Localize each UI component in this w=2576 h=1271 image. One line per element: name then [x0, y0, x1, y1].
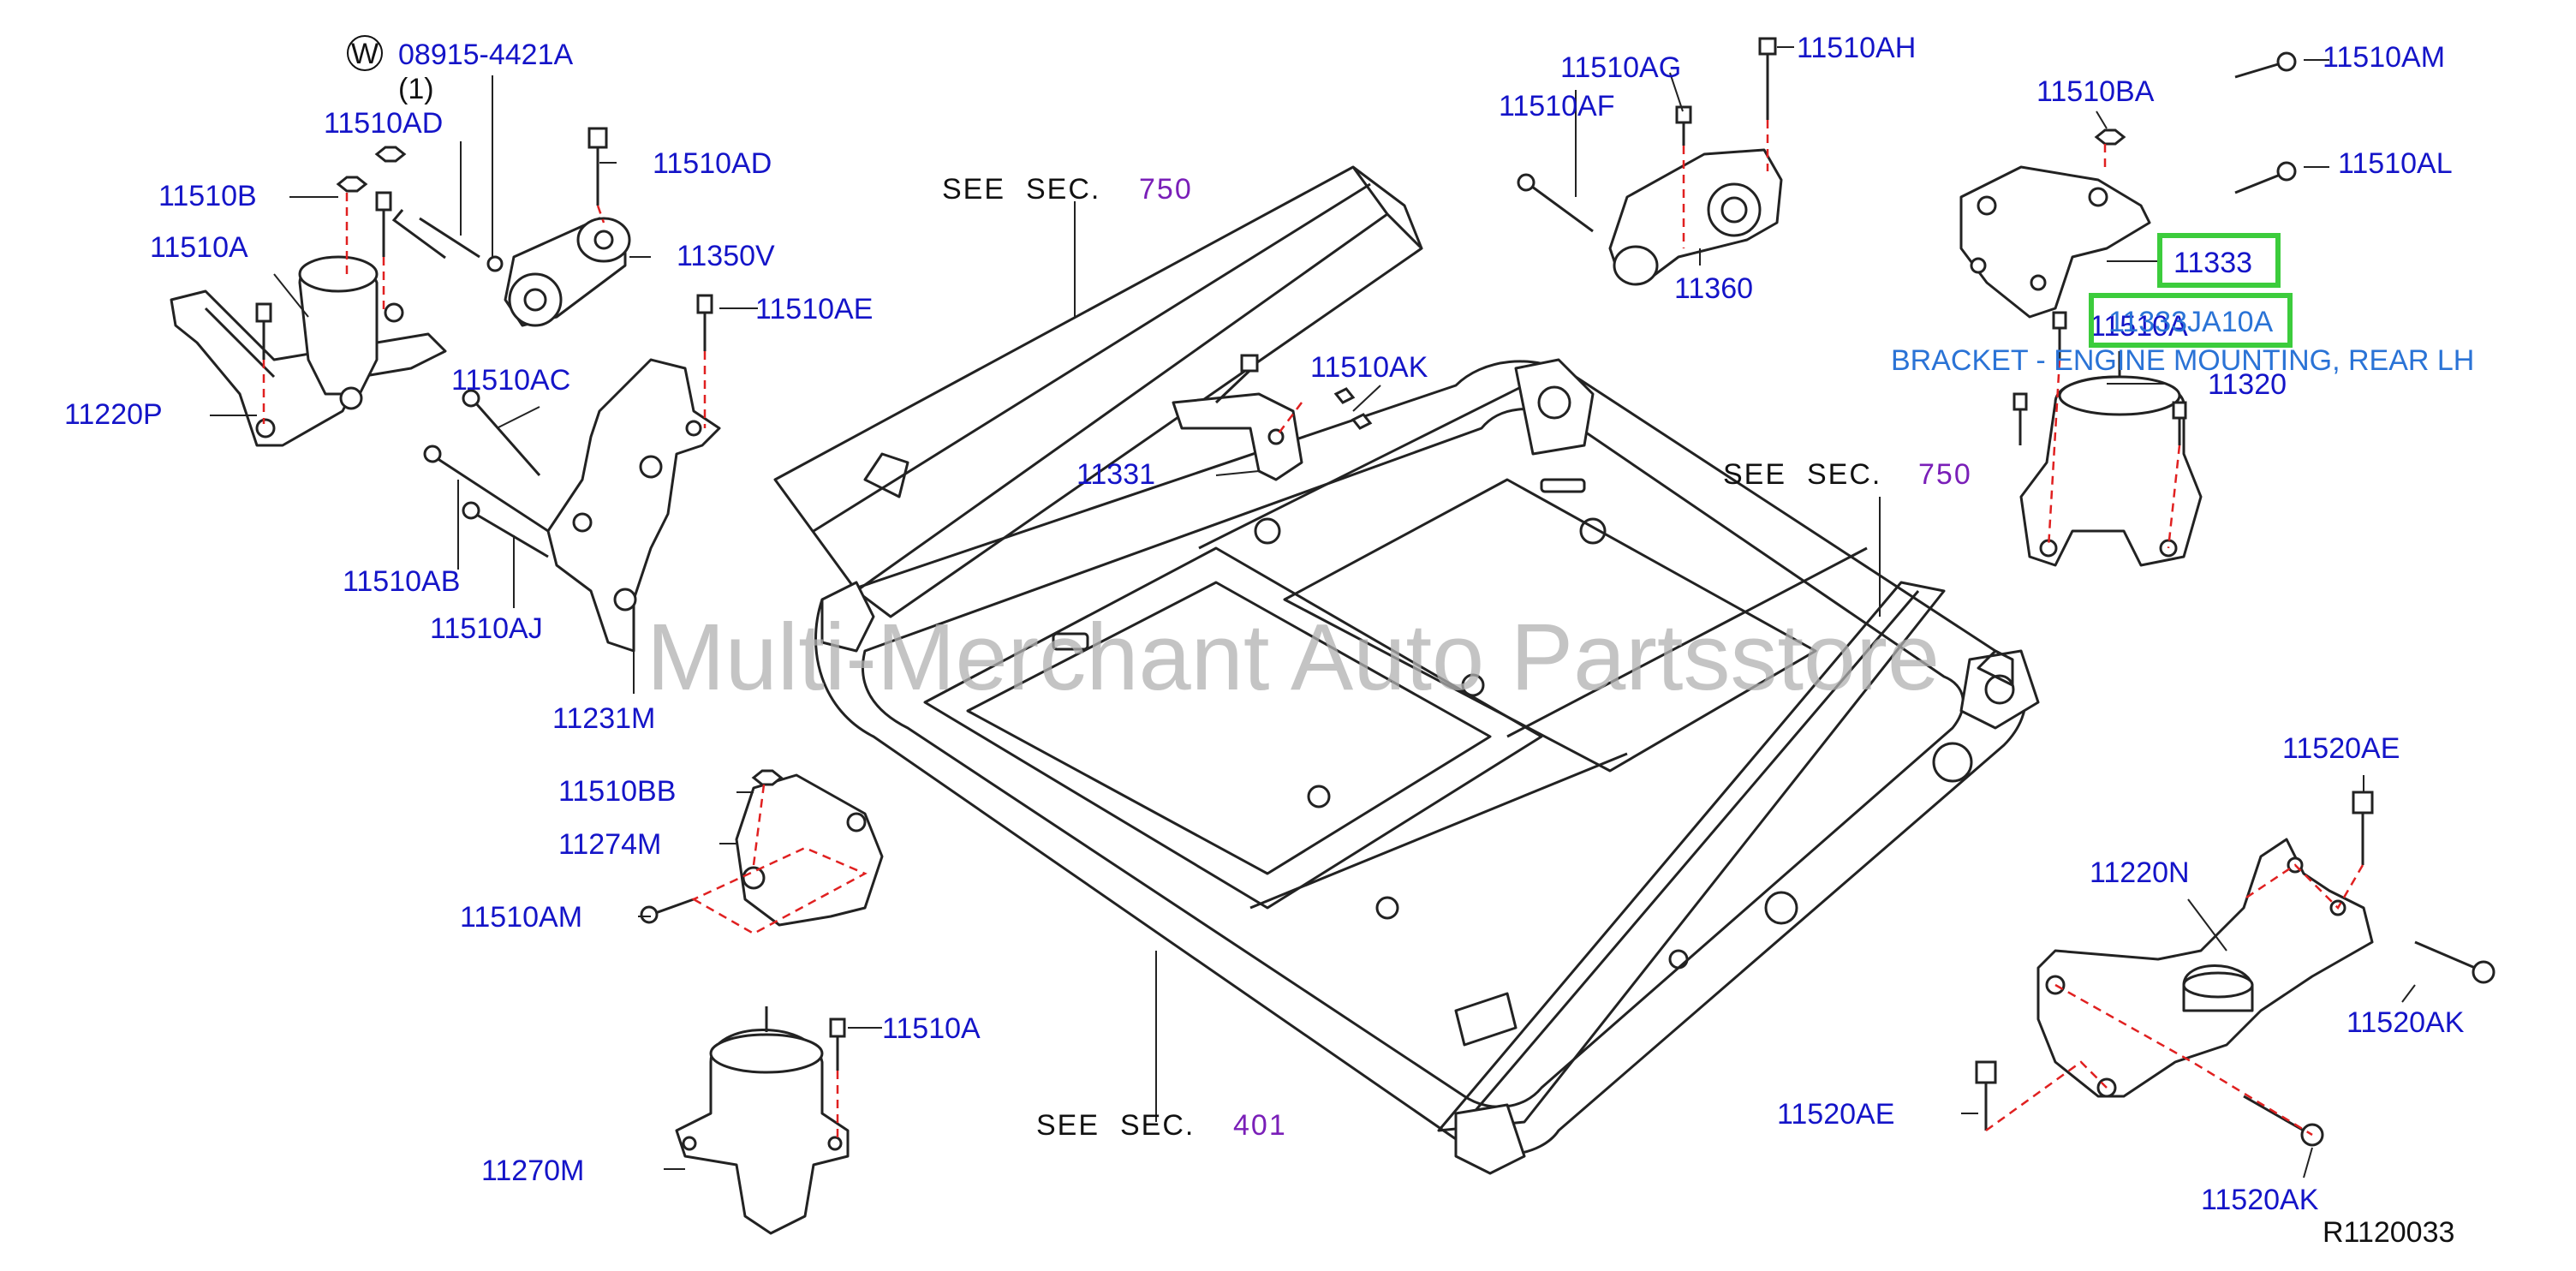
leader-lines: [210, 46, 2416, 1179]
label-11520AE-bottom[interactable]: 11520AE: [1777, 1098, 1894, 1131]
label-11510A-left[interactable]: 11510A: [150, 231, 248, 264]
bracket-11333: [1959, 165, 2151, 319]
bracket-11220N: [2036, 838, 2374, 1098]
bolts: [255, 37, 2496, 1147]
label-11333[interactable]: 11333: [2174, 247, 2252, 279]
label-11510AL[interactable]: 11510AL: [2338, 147, 2453, 180]
bracket-11231M: [546, 358, 721, 653]
label-08915-qty: (1): [398, 73, 434, 105]
label-11510AK[interactable]: 11510AK: [1310, 351, 1428, 384]
label-11510A-bottom[interactable]: 11510A: [882, 1012, 981, 1045]
label-11520AK-bottom[interactable]: 11520AK: [2201, 1184, 2319, 1216]
label-11220N[interactable]: 11220N: [2090, 856, 2190, 889]
label-11510AC[interactable]: 11510AC: [451, 364, 570, 397]
label-11510AD-top[interactable]: 11510AD: [324, 107, 443, 140]
reference-code: R1120033: [2323, 1216, 2454, 1249]
torque-rod-11350V: [504, 217, 631, 327]
dashed-guides: [262, 120, 2364, 1139]
see-sec-right-see: SEE: [1723, 458, 1786, 491]
see-sec-right-number[interactable]: 750: [1918, 458, 1972, 491]
label-11510AD-right[interactable]: 11510AD: [653, 147, 772, 180]
subframe-crossmember: [773, 165, 2040, 1175]
label-11510AF[interactable]: 11510AF: [1499, 90, 1614, 122]
bracket-description: BRACKET - ENGINE MOUNTING, REAR LH: [1891, 344, 2474, 377]
label-11520AE-top[interactable]: 11520AE: [2282, 732, 2400, 765]
label-11510AH[interactable]: 11510AH: [1797, 32, 1916, 64]
label-11331[interactable]: 11331: [1076, 458, 1155, 491]
label-11274M[interactable]: 11274M: [558, 828, 661, 861]
see-sec-bottom-see: SEE: [1036, 1109, 1100, 1142]
label-11520AK-right[interactable]: 11520AK: [2346, 1006, 2465, 1039]
see-sec-bottom-number[interactable]: 401: [1233, 1109, 1287, 1142]
bracket-11331: [1172, 392, 1303, 481]
engine-mount-11220P: [170, 255, 447, 447]
label-11320[interactable]: 11320: [2208, 368, 2287, 401]
watermark: Multi-Merchant Auto Partsstore: [647, 605, 1940, 710]
engine-mount-11320: [2019, 351, 2203, 567]
label-11510B[interactable]: 11510B: [158, 180, 257, 212]
label-11220P[interactable]: 11220P: [64, 398, 163, 431]
see-sec-bottom-sec: SEC.: [1120, 1109, 1195, 1142]
washer-symbol: W: [351, 38, 379, 70]
see-sec-top-left-sec: SEC.: [1026, 173, 1100, 206]
see-sec-top-left-see: SEE: [942, 173, 1005, 206]
engine-mount-11270M: [675, 1006, 850, 1235]
label-11231M[interactable]: 11231M: [552, 702, 655, 735]
engine-mount-11360: [1608, 148, 1783, 286]
section-references: SEE SEC. 750 SEE SEC. 750 SEE SEC. 401: [942, 173, 1972, 1142]
label-11333JA10A[interactable]: 11333JA10A: [2108, 306, 2274, 338]
label-11510AM-right[interactable]: 11510AM: [2323, 41, 2445, 74]
label-11510AJ[interactable]: 11510AJ: [430, 612, 543, 645]
label-11510BA[interactable]: 11510BA: [2036, 75, 2155, 108]
label-11510AB[interactable]: 11510AB: [343, 565, 460, 598]
label-11270M[interactable]: 11270M: [481, 1155, 584, 1187]
label-11510AE[interactable]: 11510AE: [755, 293, 873, 325]
label-11510BB[interactable]: 11510BB: [558, 775, 676, 808]
label-11510AM-left[interactable]: 11510AM: [460, 901, 582, 934]
highlight-box-11333JA10A: [2089, 293, 2293, 348]
label-11510AG[interactable]: 11510AG: [1560, 51, 1681, 84]
label-08915-4421A[interactable]: 08915-4421A: [398, 39, 574, 71]
highlight-box-11333: [2157, 233, 2281, 288]
washer-symbol-circle: [347, 35, 383, 71]
label-11360[interactable]: 11360: [1674, 272, 1753, 305]
label-11350V[interactable]: 11350V: [677, 240, 775, 272]
label-11510A-right[interactable]: 11510A: [2090, 310, 2188, 343]
see-sec-right-sec: SEC.: [1807, 458, 1881, 491]
part-labels: W 08915-4421A (1) 11510AD 11510B 11510A …: [64, 32, 2474, 1249]
see-sec-top-left-number[interactable]: 750: [1139, 173, 1193, 206]
